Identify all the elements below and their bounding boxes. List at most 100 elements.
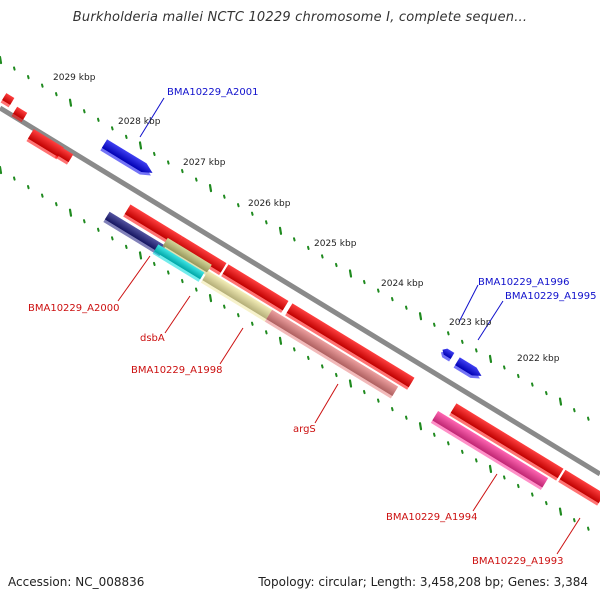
outer-minor-tick (545, 390, 548, 396)
gene-arrow-bma10229-a1995[interactable] (453, 357, 484, 382)
outer-minor-tick (433, 322, 436, 327)
gene-arrow-red-1[interactable] (123, 204, 183, 249)
gene-arrow-small-blue-1[interactable] (439, 347, 455, 362)
gene-arrow-red-6[interactable] (558, 469, 600, 506)
callout-bma10229-a1995 (477, 300, 504, 341)
outer-minor-tick (153, 151, 156, 157)
outer-minor-tick (503, 365, 506, 370)
inner-minor-tick (181, 278, 184, 284)
outer-minor-tick (447, 331, 450, 336)
inner-minor-tick (475, 458, 478, 463)
callout-bma10229-a1998 (219, 327, 244, 365)
inner-minor-tick (405, 415, 408, 420)
gene-arrow-red-3[interactable] (221, 264, 289, 313)
inner-minor-tick (517, 483, 520, 489)
outer-minor-tick (265, 220, 268, 225)
outer-major-tick (348, 269, 353, 278)
inner-minor-tick (237, 313, 240, 318)
inner-major-tick (488, 464, 493, 473)
inner-minor-tick (363, 389, 366, 395)
inner-minor-tick (41, 193, 44, 198)
outer-minor-tick (167, 160, 170, 165)
kbp-label-2029: 2029 kbp (53, 73, 96, 83)
outer-major-tick (278, 226, 283, 235)
gene-arrow-red-left-1[interactable] (0, 93, 15, 108)
inner-minor-tick (433, 432, 436, 437)
gene-arrow-bma10229-a1998[interactable] (200, 270, 273, 322)
inner-minor-tick (335, 372, 338, 378)
outer-major-tick (138, 141, 143, 150)
gene-arrow-red-4[interactable] (285, 303, 415, 390)
outer-minor-tick (307, 245, 310, 250)
gene-arrow-args[interactable] (264, 309, 399, 399)
outer-minor-tick (181, 168, 184, 174)
gene-arrow-red-left-3[interactable] (26, 129, 64, 160)
inner-minor-tick (447, 441, 450, 446)
gene-label-bma10229-a1998[interactable]: BMA10229_A1998 (131, 365, 222, 376)
inner-major-tick (68, 208, 73, 217)
gene-label-args[interactable]: argS (293, 424, 316, 435)
kbp-label-2027: 2027 kbp (183, 158, 226, 168)
gene-label-bma10229-a1993[interactable]: BMA10229_A1993 (472, 556, 563, 567)
callout-bma10229-a1996 (458, 284, 479, 323)
callout-layer (117, 97, 581, 555)
inner-minor-tick (545, 500, 548, 506)
gene-arrow-red-left-2[interactable] (11, 106, 28, 123)
inner-minor-tick (293, 347, 296, 352)
outer-major-tick (488, 354, 493, 363)
gene-label-bma10229-a1995[interactable]: BMA10229_A1995 (505, 291, 596, 302)
inner-major-tick (418, 422, 423, 431)
outer-minor-tick (573, 408, 576, 413)
gene-arrow-red-5[interactable] (449, 403, 564, 481)
inner-minor-tick (125, 244, 128, 249)
gene-arrow-bma10229-a2001[interactable] (100, 139, 155, 179)
callout-args (314, 383, 339, 424)
gene-label-bma10229-a2000[interactable]: BMA10229_A2000 (28, 303, 119, 314)
inner-major-tick (348, 379, 353, 388)
outer-major-tick (558, 397, 563, 406)
kbp-label-2025: 2025 kbp (314, 239, 357, 249)
callout-bma10229-a1993 (556, 517, 581, 555)
kbp-label-2023: 2023 kbp (449, 318, 492, 328)
feature-layer (0, 93, 600, 506)
outer-minor-tick (363, 279, 366, 285)
gene-label-dsba[interactable]: dsbA (140, 333, 165, 344)
inner-minor-tick (391, 407, 394, 412)
gene-label-bma10229-a1994[interactable]: BMA10229_A1994 (386, 512, 477, 523)
kbp-label-2024: 2024 kbp (381, 279, 424, 289)
gene-label-bma10229-a2001[interactable]: BMA10229_A2001 (167, 87, 258, 98)
gene-arrow-dsba-cyan[interactable] (152, 244, 205, 282)
inner-minor-tick (195, 287, 198, 292)
gene-arrow-bma10229-a2000[interactable] (103, 211, 166, 257)
outer-minor-tick (223, 194, 226, 199)
outer-minor-tick (377, 288, 380, 293)
inner-minor-tick (55, 202, 58, 207)
gene-arrow-dsba[interactable] (161, 237, 212, 275)
inner-minor-tick (377, 398, 380, 403)
inner-minor-tick (587, 526, 590, 531)
outer-minor-tick (41, 83, 44, 88)
gene-arrow-red-left-4[interactable] (54, 147, 74, 165)
outer-minor-tick (195, 177, 198, 182)
chromosome-backbone (0, 105, 600, 477)
outer-major-tick (68, 98, 73, 107)
callout-bma10229-a1994 (472, 473, 498, 512)
outer-tick-row (0, 55, 590, 421)
inner-tick-row (0, 165, 590, 531)
outer-minor-tick (391, 297, 394, 302)
inner-minor-tick (83, 219, 86, 224)
outer-major-tick (0, 55, 3, 65)
outer-minor-tick (517, 373, 520, 379)
topology-text: Topology: circular; Length: 3,458,208 bp… (258, 575, 588, 589)
inner-major-tick (0, 165, 3, 175)
inner-minor-tick (307, 355, 310, 360)
inner-minor-tick (265, 330, 268, 335)
inner-major-tick (138, 251, 143, 260)
gene-arrow-red-2[interactable] (175, 236, 227, 276)
inner-minor-tick (251, 321, 254, 326)
map-title: Burkholderia mallei NCTC 10229 chromosom… (72, 10, 528, 25)
gene-arrow-bma10229-a1994[interactable] (430, 410, 549, 491)
gene-label-bma10229-a1996[interactable]: BMA10229_A1996 (478, 277, 569, 288)
outer-minor-tick (111, 126, 114, 131)
